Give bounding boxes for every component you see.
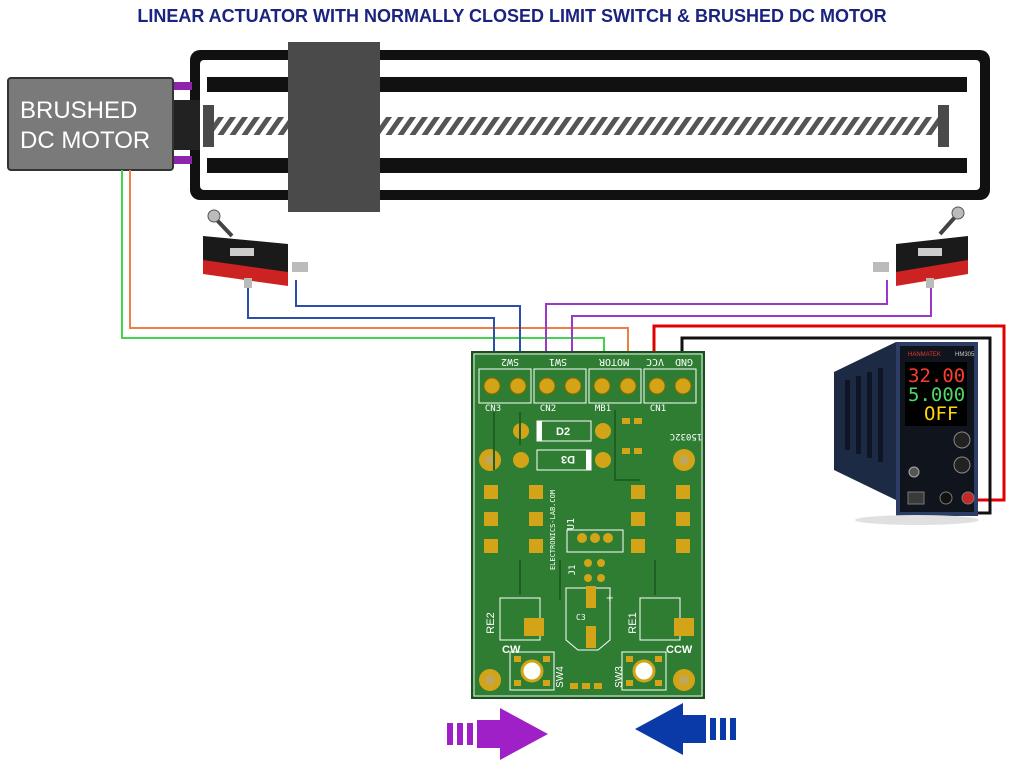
label-re2: RE2 [485, 612, 497, 633]
psu-current: 5.000 [908, 384, 965, 406]
power-pads-right [631, 485, 690, 553]
limit-switch-left-wire-b [295, 280, 521, 360]
power-pads-left [484, 485, 543, 553]
lead-screw [210, 117, 940, 135]
power-wire-red [652, 324, 1006, 502]
diagram-title: LINEAR ACTUATOR WITH NORMALLY CLOSED LIM… [137, 6, 887, 26]
pcb-header-labels: SW2 SW1 MOTOR VCC GND [501, 356, 693, 367]
limit-switch-right-wire-b [571, 288, 932, 360]
psu-voltage: 32.00 [908, 365, 965, 387]
svg-text:+: + [606, 590, 614, 605]
arrow-ccw-direction [635, 703, 736, 755]
psu-brand: HANMATEK [908, 352, 941, 358]
label-d3: D3 [561, 453, 575, 465]
label-ccw: CCW [666, 644, 693, 656]
header-label-vcc: VCC [646, 356, 664, 367]
connector-label-mb1: MB1 [595, 404, 611, 414]
label-c3: C3 [576, 613, 586, 622]
label-u1: U1 [566, 518, 577, 530]
relay-re2: RE2 [485, 597, 544, 641]
connector-label-cn2: CN2 [540, 404, 556, 414]
limit-switch-right-wire-a [545, 280, 888, 360]
psu-power-button [908, 466, 920, 478]
motor-wire-orange [129, 170, 629, 358]
motor-wire-green [121, 170, 605, 358]
screw-bearing-right [938, 105, 949, 147]
psu-voltage-knob [953, 431, 971, 449]
label-d2: D2 [556, 426, 570, 438]
label-j1: J1 [568, 565, 578, 576]
button-sw4: SW4 [509, 651, 566, 691]
actuator-carriage [288, 42, 380, 212]
psu-terminal-positive [961, 491, 975, 505]
connector-label-cn3: CN3 [485, 404, 501, 414]
bench-power-supply: HANMATEK HM305 32.00 5.000 OFF [834, 342, 979, 525]
limit-switch-left [203, 209, 308, 288]
label-part-code: 15032C [670, 431, 703, 441]
linear-actuator [172, 42, 990, 212]
header-label-gnd: GND [675, 356, 693, 367]
terminal-pads [483, 377, 692, 395]
button-sw3: SW3 [614, 651, 667, 691]
label-re1: RE1 [627, 612, 639, 633]
label-website: ELECTRONICS-LAB.COM [549, 490, 557, 570]
motor-label-line2: DC MOTOR [20, 127, 150, 154]
limit-switch-right [873, 206, 968, 288]
diode-d3: D3 [513, 449, 611, 471]
dc-motor: BRUSHED DC MOTOR [7, 77, 174, 171]
label-sw3: SW3 [614, 666, 625, 688]
label-cw: CW [502, 644, 521, 656]
header-label-sw2: SW2 [501, 356, 519, 367]
motor-label-line1: BRUSHED [20, 97, 137, 124]
limit-switch-left-wire-a [247, 280, 495, 360]
actuator-rail-bottom [207, 158, 967, 173]
psu-terminal-negative [939, 491, 953, 505]
wires [121, 170, 1006, 515]
header-label-motor: MOTOR [598, 356, 629, 367]
psu-current-knob [953, 456, 971, 474]
header-label-sw1: SW1 [549, 356, 567, 367]
actuator-rail-top [207, 77, 967, 92]
label-sw4: SW4 [555, 666, 566, 688]
psu-status: OFF [924, 403, 958, 425]
controller-pcb: SW2 SW1 MOTOR VCC GND CN3 CN2 MB1 CN1 [471, 351, 705, 699]
arrow-cw-direction [447, 708, 548, 760]
screw-bearing-left [203, 105, 214, 147]
psu-model: HM305 [955, 352, 975, 358]
psu-usb-port [907, 491, 925, 505]
connector-label-cn1: CN1 [650, 404, 666, 414]
terminal-blocks [478, 368, 697, 404]
capacitor-c3: + C3 [565, 586, 614, 651]
relay-re1: RE1 [627, 597, 694, 641]
